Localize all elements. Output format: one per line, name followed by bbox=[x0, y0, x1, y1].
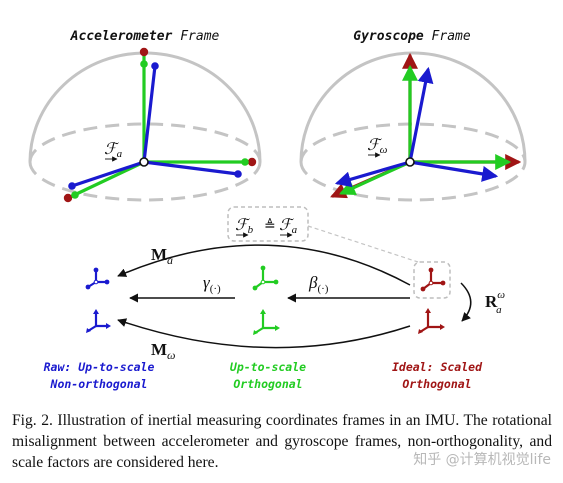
ideal-frame-dots-icon bbox=[420, 267, 446, 292]
svg-text:Raw: Up-to-scale: Raw: Up-to-scale bbox=[44, 360, 155, 374]
ideal-frame-arrows-icon bbox=[418, 308, 445, 334]
upscale-frame-arrows-icon bbox=[253, 309, 280, 335]
svg-text:ℱa: ℱa bbox=[104, 141, 123, 160]
frame-equivalence-box: ℱb ≜ ℱa bbox=[227, 206, 309, 242]
gyroscope-axes bbox=[330, 52, 522, 199]
svg-text:Orthogonal: Orthogonal bbox=[402, 377, 471, 391]
raw-label: Raw: Up-to-scale Non-orthogonal bbox=[44, 360, 155, 391]
accelerometer-frame-title: Accelerometer Frame bbox=[70, 29, 220, 44]
m-a-label: Ma bbox=[151, 245, 173, 267]
m-a-arrow bbox=[117, 244, 411, 286]
watermark: 知乎 @计算机视觉life bbox=[413, 449, 551, 469]
gyroscope-frame-symbol: ℱω bbox=[367, 137, 388, 158]
gamma-label: γ(·) bbox=[203, 273, 221, 295]
raw-frame-arrows-icon bbox=[86, 309, 111, 333]
svg-text:Ideal: Scaled: Ideal: Scaled bbox=[392, 360, 483, 374]
svg-text:≜: ≜ bbox=[264, 218, 276, 234]
raw-frame-dots-icon bbox=[85, 267, 110, 290]
up-to-scale-label: Up-to-scale Orthogonal bbox=[230, 360, 306, 391]
svg-text:Up-to-scale: Up-to-scale bbox=[230, 360, 306, 374]
r-rotation-arrow bbox=[460, 282, 472, 322]
m-omega-arrow bbox=[117, 318, 411, 349]
upscale-frame-dots-icon bbox=[252, 265, 279, 291]
m-omega-label: Mω bbox=[151, 340, 176, 362]
svg-text:ℱω: ℱω bbox=[367, 137, 388, 156]
accelerometer-frame-symbol: ℱa bbox=[104, 141, 123, 162]
accelerometer-axes bbox=[63, 47, 257, 203]
svg-text:Non-orthogonal: Non-orthogonal bbox=[50, 377, 148, 391]
gyroscope-frame-title: Gyroscope Frame bbox=[353, 29, 471, 44]
ideal-label: Ideal: Scaled Orthogonal bbox=[392, 360, 483, 391]
imu-frames-figure: Accelerometer Frame Gyroscope Frame ℱa bbox=[28, 29, 527, 391]
svg-text:Orthogonal: Orthogonal bbox=[233, 377, 302, 391]
equivalence-connector bbox=[307, 225, 419, 263]
beta-label: β(·) bbox=[308, 273, 329, 295]
figure-caption: Fig. 2. Illustration of inertial measuri… bbox=[12, 412, 552, 471]
gyroscope-hemisphere bbox=[299, 51, 527, 202]
